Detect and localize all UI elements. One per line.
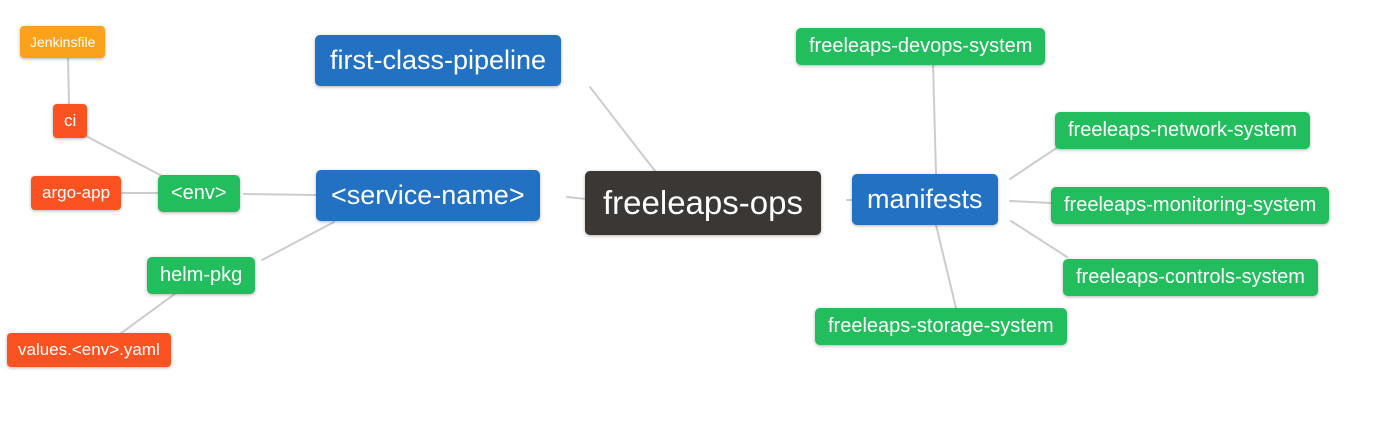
node-ci[interactable]: ci xyxy=(53,104,88,138)
edge-manifests-storage xyxy=(935,224,957,309)
edge-env-service-name xyxy=(243,193,317,196)
node-jenkinsfile[interactable]: Jenkinsfile xyxy=(20,26,106,59)
node-freeleaps-network-system[interactable]: freeleaps-network-system xyxy=(1055,112,1310,149)
node-freeleaps-monitoring-system[interactable]: freeleaps-monitoring-system xyxy=(1051,187,1330,224)
edge-manifests-network xyxy=(1009,146,1059,180)
edge-pipeline-root xyxy=(589,86,656,172)
node-values-env-yaml[interactable]: values.<env>.yaml xyxy=(7,333,171,367)
edge-manifests-monitoring xyxy=(1009,200,1052,204)
node-freeleaps-storage-system[interactable]: freeleaps-storage-system xyxy=(815,308,1067,345)
node-manifests[interactable]: manifests xyxy=(852,174,998,226)
node-first-class-pipeline[interactable]: first-class-pipeline xyxy=(315,35,562,87)
node-freeleaps-ops-root[interactable]: freeleaps-ops xyxy=(585,171,821,235)
node-service-name[interactable]: <service-name> xyxy=(316,170,540,222)
edge-manifests-devops xyxy=(932,62,937,175)
node-freeleaps-controls-system[interactable]: freeleaps-controls-system xyxy=(1063,259,1318,296)
edge-ci-env xyxy=(83,134,163,177)
node-freeleaps-devops-system[interactable]: freeleaps-devops-system xyxy=(796,28,1046,65)
edge-helm-pkg-values xyxy=(119,292,177,335)
edge-manifests-controls xyxy=(1010,220,1068,258)
node-env[interactable]: <env> xyxy=(158,175,240,212)
edge-service-name-helm-pkg xyxy=(261,221,335,261)
node-argo-app[interactable]: argo-app xyxy=(31,176,122,210)
node-helm-pkg[interactable]: helm-pkg xyxy=(147,257,256,294)
edge-jenkinsfile-ci xyxy=(67,56,70,105)
edge-service-name-root xyxy=(566,196,587,200)
